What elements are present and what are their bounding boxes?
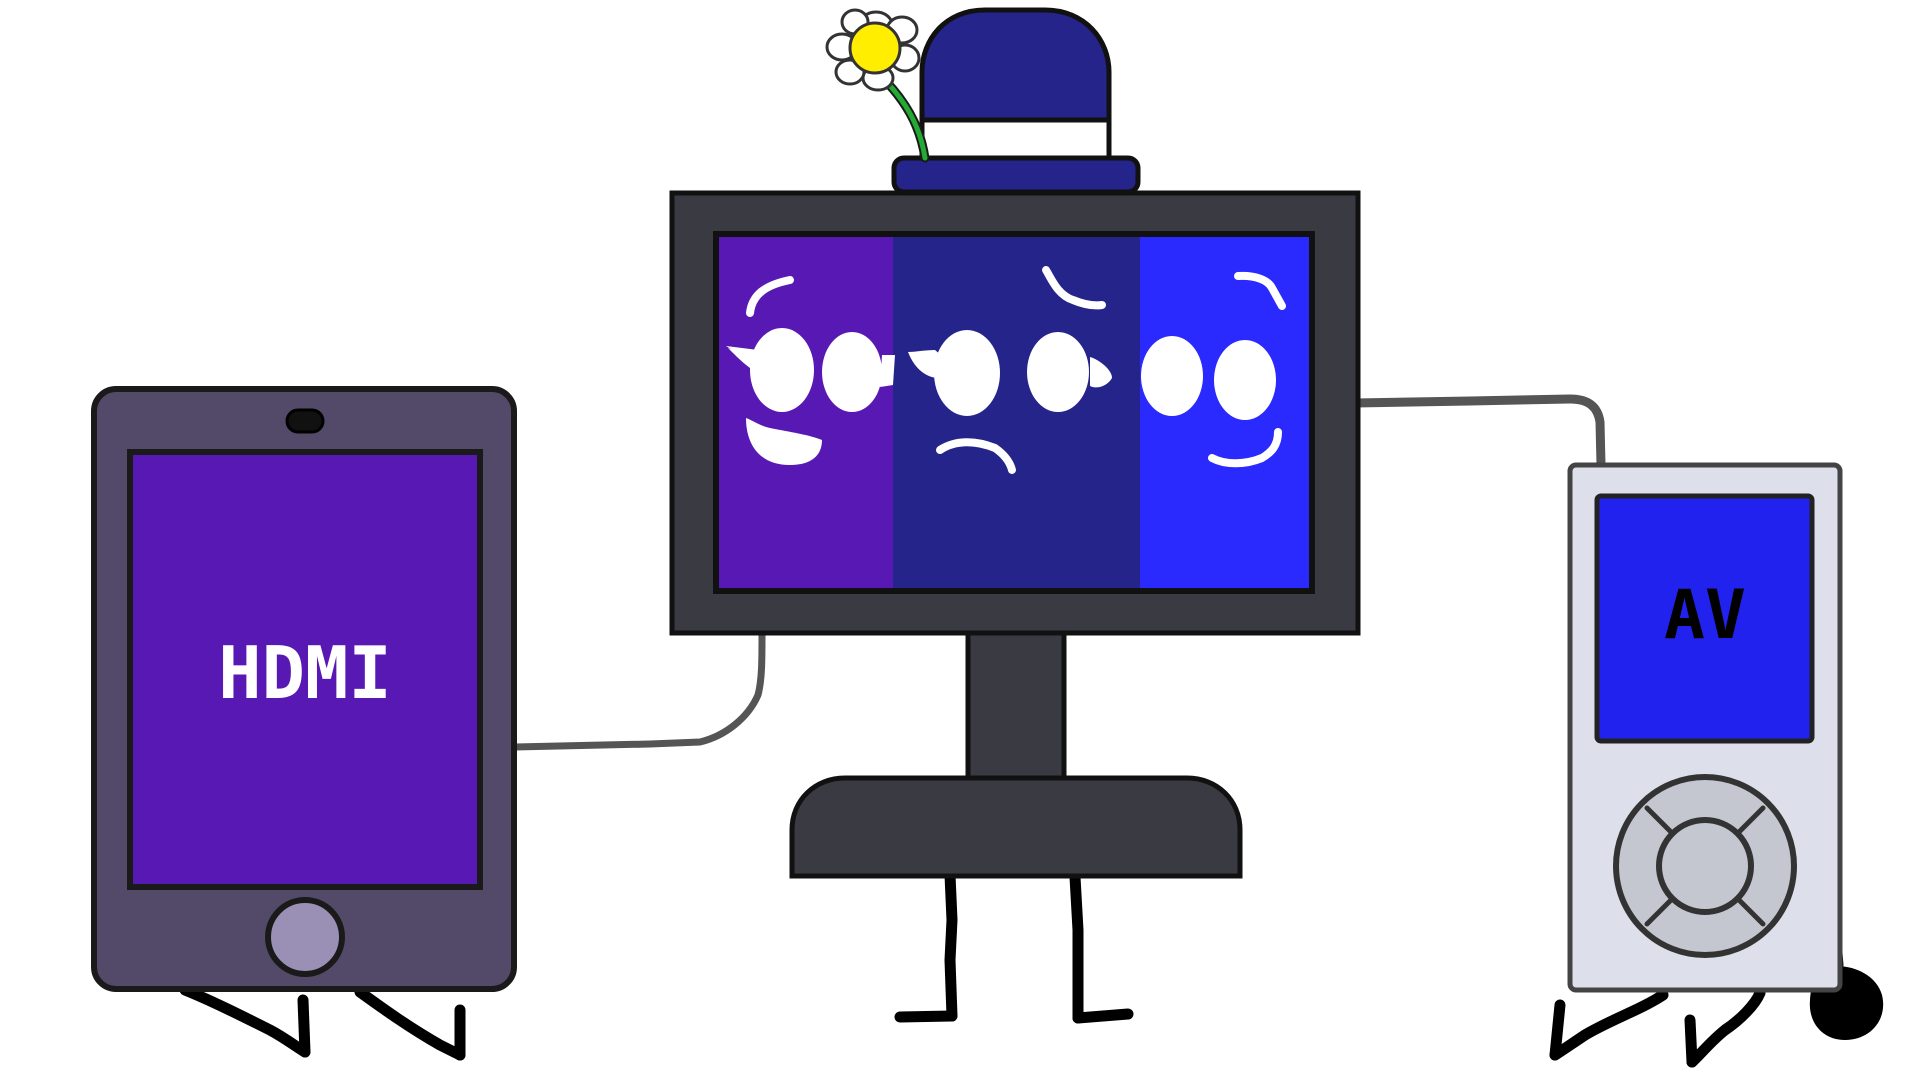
player-character: AV <box>1549 462 1884 1068</box>
player-legs <box>1549 987 1766 1068</box>
click-wheel-icon[interactable] <box>1613 774 1797 958</box>
daisy-icon <box>825 8 930 163</box>
tablet-screen-label: HDMI <box>218 631 391 715</box>
player-screen <box>1594 493 1815 744</box>
face-left-happy <box>726 276 895 465</box>
tablet-legs <box>179 984 466 1061</box>
screen-panel-left <box>716 234 894 591</box>
hat-band <box>919 115 1112 161</box>
screen-panel-middle <box>893 234 1141 591</box>
player-screen-label: AV <box>1664 576 1746 655</box>
monitor-stand-base <box>789 775 1243 879</box>
bowler-hat-icon <box>891 7 1141 195</box>
center-select-button[interactable] <box>1656 817 1754 915</box>
flower-center <box>848 21 902 75</box>
tablet-character: HDMI <box>91 386 517 1061</box>
face-right-smile <box>1141 271 1286 468</box>
monitor-stand-neck <box>965 629 1067 785</box>
monitor-character <box>669 7 1361 1024</box>
home-button[interactable] <box>265 897 345 977</box>
hat-brim <box>891 155 1141 195</box>
tablet-screen <box>127 449 483 890</box>
monitor-screen <box>713 231 1315 594</box>
av-cable <box>1350 394 1606 470</box>
camera-icon <box>285 408 325 434</box>
hdmi-cable <box>511 631 766 751</box>
face-middle-worried <box>908 266 1112 474</box>
monitor-legs <box>894 869 1134 1024</box>
hat-crown <box>919 7 1112 123</box>
